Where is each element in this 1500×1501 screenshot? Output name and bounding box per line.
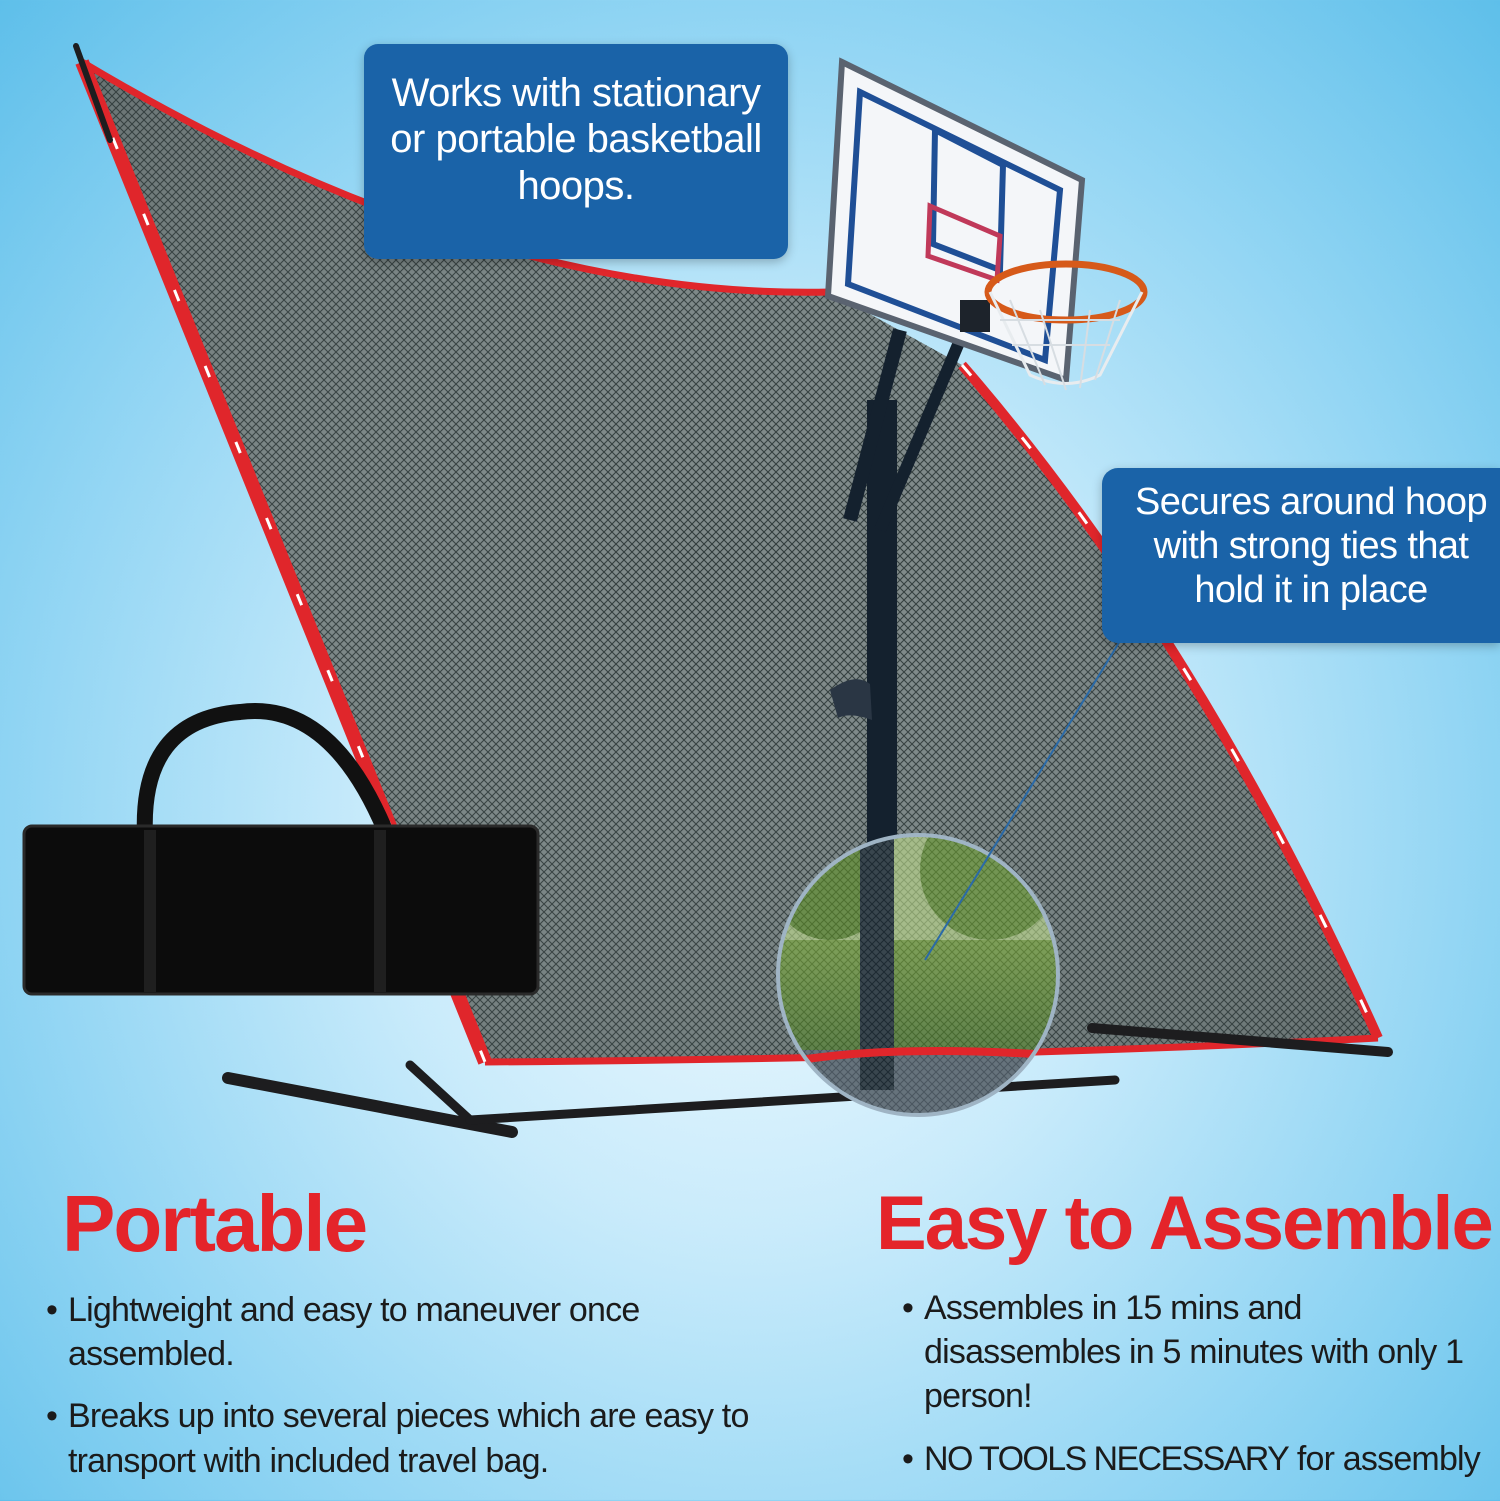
callout-line: with strong ties that — [1153, 525, 1469, 568]
frame-base — [73, 43, 1393, 1138]
travel-bag — [22, 703, 540, 996]
list-item: NO TOOLS NECESSARY for assembly — [902, 1437, 1492, 1481]
hoop-rim — [984, 260, 1148, 391]
callout-line: hoops. — [517, 163, 635, 208]
callout-line: Secures around hoop — [1135, 481, 1488, 523]
callout-line: Works with stationary — [391, 71, 761, 115]
portable-bullet-list: Lightweight and easy to maneuver once as… — [46, 1288, 806, 1501]
list-item: Assembles in 15 mins and disassembles in… — [902, 1286, 1492, 1419]
assemble-bullet-list: Assembles in 15 mins and disassembles in… — [902, 1286, 1492, 1499]
portable-heading: Portable — [62, 1179, 368, 1268]
no-tools-rest: for assembly — [1288, 1439, 1481, 1478]
list-item: Lightweight and easy to maneuver once as… — [46, 1288, 806, 1376]
callout-line: or portable basketball — [390, 117, 762, 162]
list-item: Breaks up into several pieces which are … — [46, 1394, 806, 1482]
no-tools-emphasis: NO TOOLS NECESSARY — [924, 1439, 1290, 1478]
easy-assemble-heading: Easy to Assemble — [876, 1181, 1494, 1266]
ties-callout: Secures around hoop with strong ties tha… — [1102, 468, 1500, 643]
hoop-compatibility-callout: Works with stationary or portable basket… — [364, 44, 788, 259]
callout-line: hold it in place — [1194, 569, 1428, 612]
